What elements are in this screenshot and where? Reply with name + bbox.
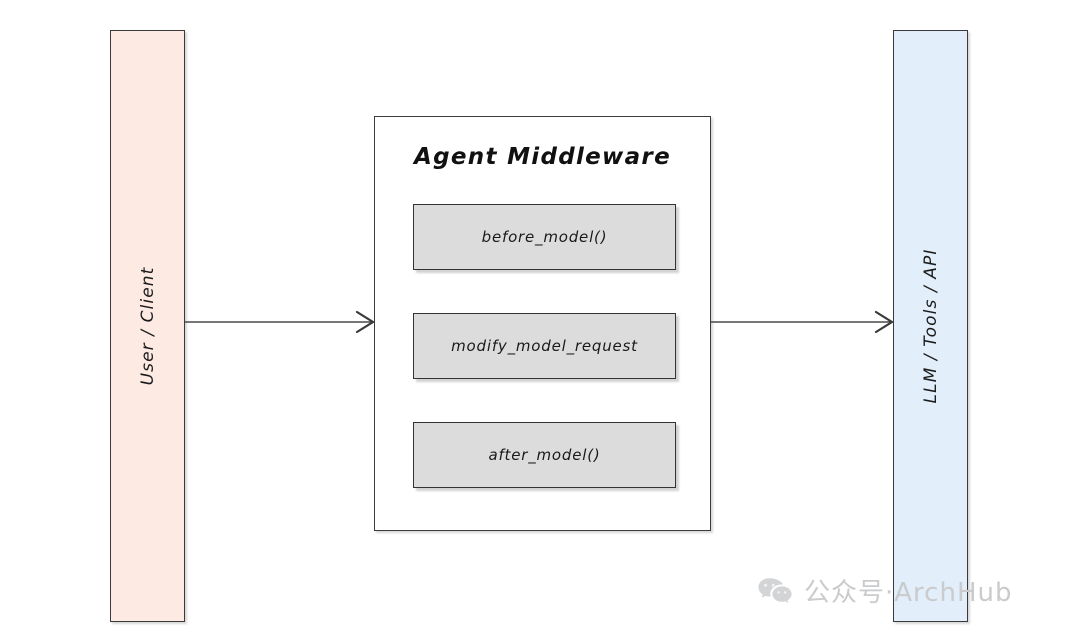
hook-label-before-model: before_model() [481, 228, 608, 246]
wechat-icon [758, 577, 792, 603]
agent-middleware-container: Agent Middleware before_model() modify_m… [374, 116, 711, 531]
hook-box-modify-model-request: modify_model_request [413, 313, 676, 379]
arrow-user-to-middleware [185, 310, 376, 334]
lane-user-client: User / Client [110, 30, 185, 622]
watermark-text: 公众号·ArchHub [804, 578, 1013, 608]
lane-user-client-label: User / Client [137, 266, 158, 386]
lane-llm-tools-api: LLM / Tools / API [893, 30, 968, 622]
watermark: 公众号·ArchHub [757, 572, 1012, 609]
arrow-middleware-to-llm [711, 310, 895, 334]
lane-llm-tools-api-label: LLM / Tools / API [920, 248, 941, 404]
hook-label-after-model: after_model() [488, 446, 601, 464]
hook-box-after-model: after_model() [413, 422, 676, 488]
hook-label-modify-model-request: modify_model_request [451, 337, 638, 355]
hook-box-before-model: before_model() [413, 204, 676, 270]
agent-middleware-title: Agent Middleware [414, 144, 671, 170]
